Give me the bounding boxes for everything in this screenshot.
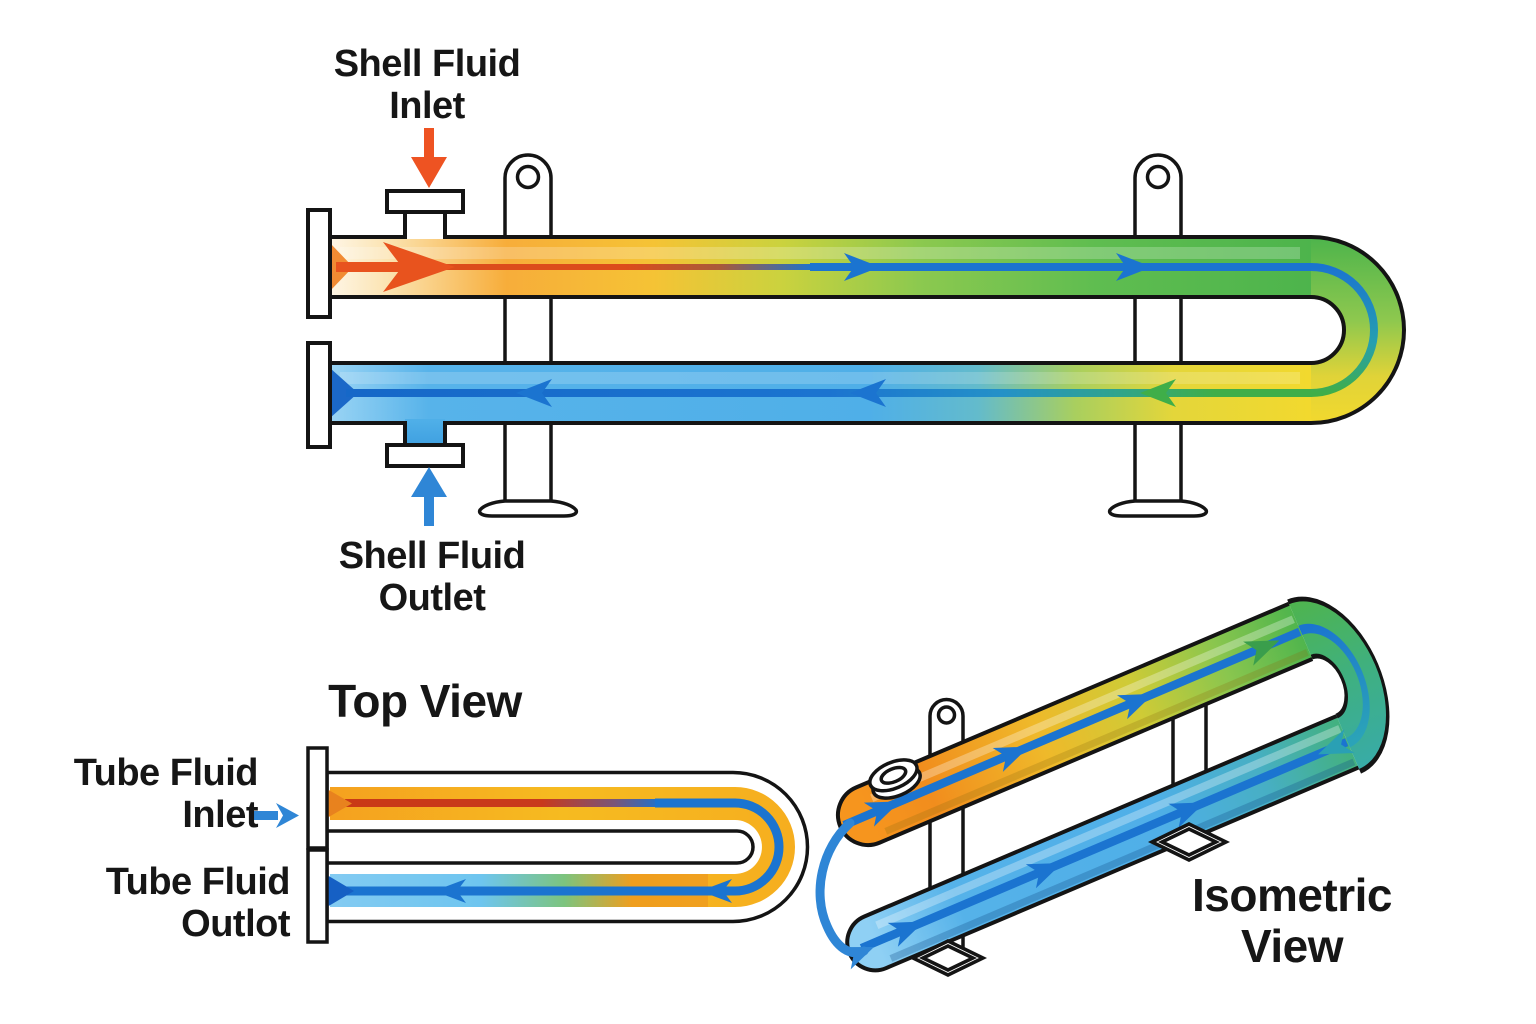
isometric-view-title: Isometric View — [1142, 870, 1442, 971]
flange-bottom-left — [306, 341, 332, 449]
tv-shell-outline-inner — [325, 829, 755, 865]
shell-fluid-inlet-line2: Inlet — [389, 84, 465, 127]
iso-nozzle-ring — [868, 758, 922, 800]
tube-fluid-inlet-line2: Inlet — [182, 793, 258, 836]
iso-front-tube-line — [859, 738, 1349, 953]
top-view — [250, 746, 810, 944]
shell-outlet-nozzle — [385, 419, 465, 468]
iso-pipe-assembly — [836, 596, 1390, 973]
tv-cold-plume — [327, 875, 354, 907]
pipe-outlines — [330, 235, 1406, 425]
shell-inlet-arrow-icon — [411, 128, 447, 188]
iso-rear-pipe-gloss — [870, 615, 1295, 802]
isometric-view-title-line2: View — [1241, 919, 1344, 972]
shell-fluid-outlet-label: Shell Fluid Outlet — [292, 535, 572, 620]
support-right-foot — [1107, 499, 1209, 518]
support-left-foot — [477, 499, 579, 518]
support-left-post — [503, 153, 553, 505]
tube-fluid-outlet-line2: Outlot — [181, 902, 290, 945]
support-left — [477, 153, 579, 518]
flow-arrows-top — [844, 253, 1152, 281]
iso-rear-pipe-shade — [884, 649, 1309, 835]
flow-arrow-hot — [383, 242, 455, 292]
shell-fluid-outlet-line1: Shell Fluid — [338, 535, 526, 577]
shell-inlet-nozzle — [385, 189, 465, 239]
iso-front-pipe-shade — [889, 758, 1356, 962]
isometric-view — [815, 596, 1390, 977]
support-left-hole — [515, 164, 541, 190]
shell-fluid-inlet-label: Shell Fluid Inlet — [287, 43, 567, 128]
support-right — [1107, 153, 1209, 518]
tube-fluid-outlet-label: Tube Fluid Outlot — [40, 861, 291, 946]
flow-arrows-bottom — [516, 379, 1176, 407]
shell-fluid-inlet-line1: Shell Fluid — [333, 43, 521, 85]
support-right-post — [1133, 153, 1183, 505]
pipe-highlight-top — [340, 247, 1300, 259]
tube-inlet-arrow-icon — [250, 803, 299, 828]
tube-flow-line-bend — [1310, 263, 1378, 397]
tv-band-top-and-bend — [330, 787, 795, 907]
pipe-highlight-bottom — [340, 372, 1300, 384]
tv-hot-plume — [327, 789, 352, 818]
top-view-title: Top View — [328, 675, 522, 727]
shell-outlet-arrow-icon — [411, 467, 447, 526]
tube-fluid-inlet-line1: Tube Fluid — [73, 752, 259, 794]
u-bend-fill — [1311, 237, 1404, 423]
tube-fluid-inlet-label: Tube Fluid Inlet — [8, 752, 259, 837]
iso-flow-arrows — [863, 640, 1355, 947]
support-right-hole — [1145, 164, 1171, 190]
iso-front-pipe-gloss — [875, 725, 1342, 930]
side-view — [306, 128, 1406, 526]
tube-fluid-outlet-line1: Tube Fluid — [105, 861, 291, 903]
cold-outlet-plume — [330, 368, 358, 418]
tv-flange-lower — [306, 848, 329, 944]
tv-flow-arrows — [434, 879, 732, 903]
tv-tube-line-blue — [332, 798, 784, 896]
isometric-view-title-line1: Isometric — [1191, 869, 1393, 921]
iso-rear-tube-line — [842, 627, 1302, 830]
flange-top-left — [306, 208, 332, 319]
tv-flange-upper — [306, 746, 329, 850]
iso-u-bend — [1287, 596, 1390, 774]
shell-fluid-outlet-line2: Outlet — [378, 576, 486, 619]
iso-return-arrow-head — [841, 947, 874, 970]
iso-support-right-foot — [1147, 822, 1231, 862]
iso-support-left-foot — [908, 939, 988, 977]
